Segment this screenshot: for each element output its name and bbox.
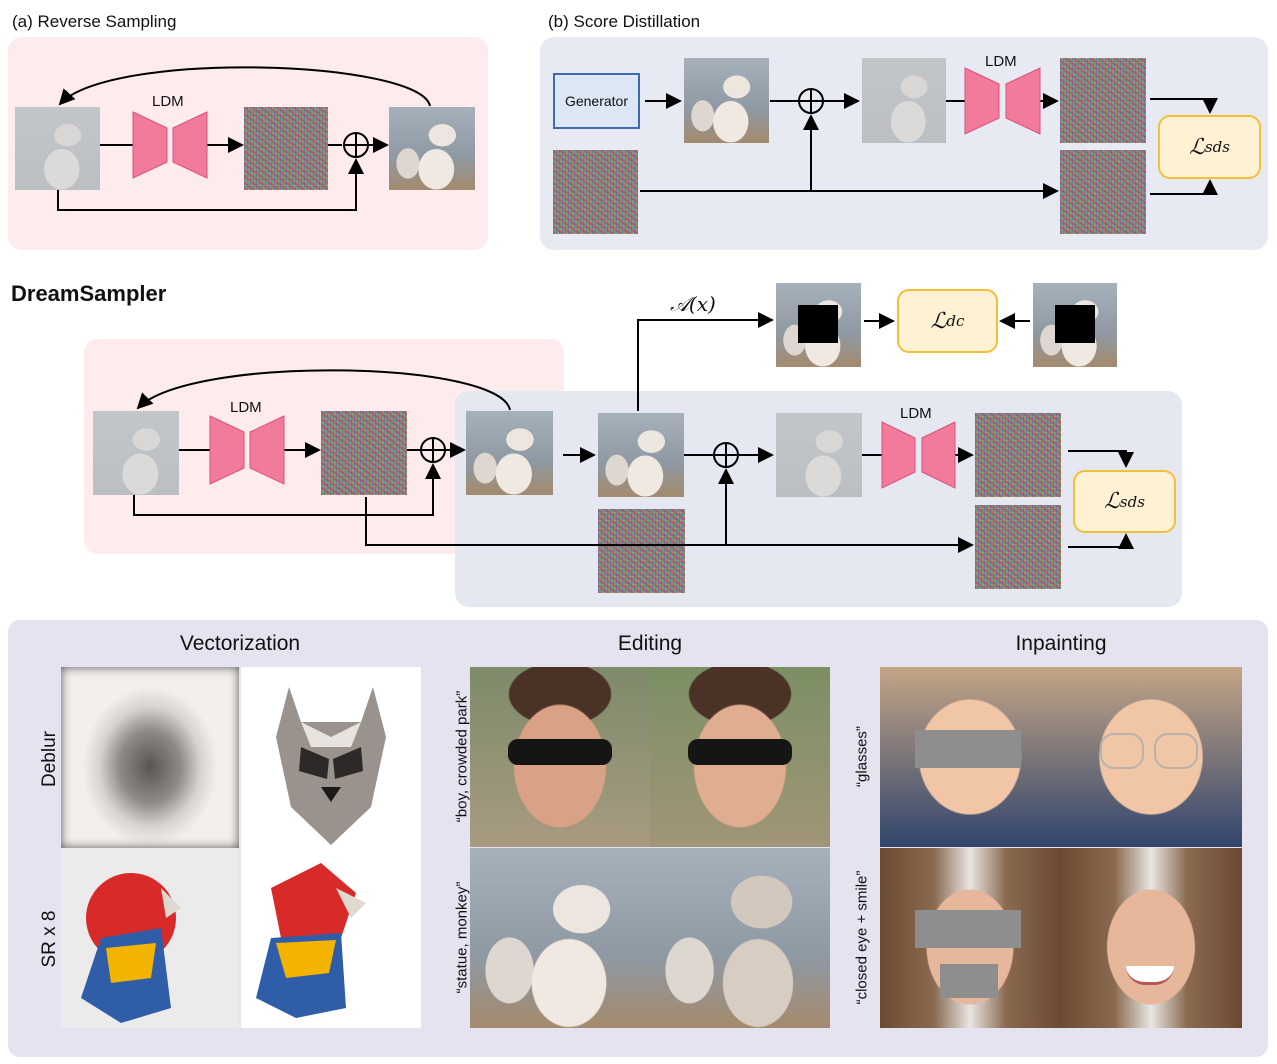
- score-distillation-title: (b) Score Distillation: [548, 12, 701, 31]
- noise-image: [244, 107, 328, 190]
- noise-image: [321, 411, 407, 495]
- editing-prompt-2: “statue, monkey”: [453, 881, 471, 994]
- inpainting-prompt-1: “glasses”: [853, 726, 871, 787]
- low-res-parrot-image: [61, 848, 239, 1028]
- predicted-noise-image: [975, 413, 1061, 497]
- target-noise-image: [1060, 150, 1146, 234]
- ldm-label: LDM: [900, 405, 932, 422]
- generated-cat-image: [684, 58, 769, 143]
- loss-subscript: dc: [946, 312, 965, 330]
- refined-cat-image: [598, 413, 684, 497]
- dreamsampler-title: DreamSampler: [11, 281, 167, 306]
- woman-masked-photo: [880, 848, 1060, 1028]
- vectorized-parrot-image: [241, 848, 421, 1028]
- input-noise-image: [553, 150, 638, 234]
- baby-masked-photo: [880, 667, 1060, 847]
- faded-cat-image: [15, 107, 100, 190]
- editing-prompt-1: “boy, crowded park”: [453, 690, 471, 823]
- inpainting-prompt-2: “closed eye + smile”: [853, 870, 871, 1005]
- reverse-sampling-title: (a) Reverse Sampling: [12, 12, 177, 31]
- ldm-label: LDM: [985, 53, 1017, 70]
- loss-subscript: sds: [1204, 138, 1230, 156]
- woman-smiling-photo: [1060, 848, 1242, 1028]
- loss-symbol: ℒ: [1189, 134, 1205, 160]
- cat-and-monkey-statue-photo: [650, 848, 830, 1028]
- man-photo: [470, 667, 650, 847]
- ldm-label: LDM: [230, 399, 262, 416]
- diagram-connectors: [57, 66, 1218, 553]
- ldm-network-icon: [132, 67, 1041, 489]
- faded-cat-image: [93, 411, 179, 495]
- blurred-raccoon-image: [61, 667, 239, 848]
- cat-image: [389, 107, 475, 190]
- loss-subscript: sds: [1119, 492, 1145, 511]
- baby-glasses-photo: [1060, 667, 1242, 847]
- predicted-noise-image: [1060, 58, 1146, 143]
- masked-cat-image: [776, 283, 861, 367]
- boy-photo: [650, 667, 830, 847]
- measurement-image: [1033, 283, 1117, 367]
- inpainting-title: Inpainting: [1015, 632, 1107, 655]
- feedback-arrow: [58, 66, 431, 107]
- noisy-cat-image: [862, 58, 946, 143]
- vectorization-title: Vectorization: [179, 632, 301, 655]
- target-noise-image: [975, 505, 1061, 589]
- cats-photo: [470, 848, 650, 1028]
- cat-image: [466, 411, 553, 495]
- operator-label: 𝒜(x): [670, 292, 716, 316]
- input-noise-image: [598, 509, 685, 593]
- noisy-cat-image: [776, 413, 862, 497]
- vectorized-raccoon-image: [241, 667, 421, 848]
- generator-box: Generator: [553, 73, 640, 129]
- deblur-label: Deblur: [39, 731, 60, 787]
- loss-symbol: ℒ: [1104, 489, 1120, 514]
- loss-symbol: ℒ: [930, 308, 947, 334]
- ldm-label: LDM: [152, 93, 184, 110]
- editing-title: Editing: [617, 632, 683, 655]
- sr-label: SR x 8: [39, 910, 60, 968]
